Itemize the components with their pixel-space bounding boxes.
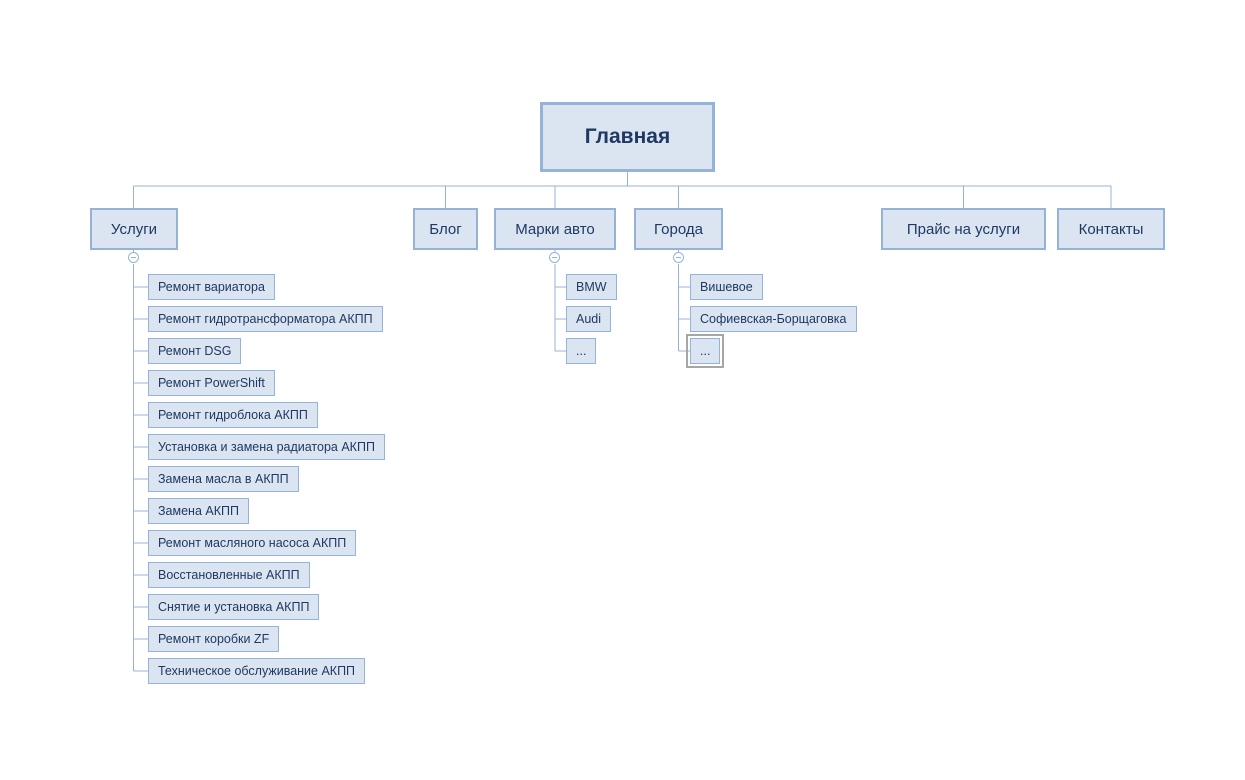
node-service-remont-dsg[interactable]: Ремонт DSG	[148, 338, 242, 364]
connector-brands	[554, 250, 566, 352]
node-city-more-selected[interactable]: ...	[685, 334, 725, 368]
node-service-remont-korobki-zf[interactable]: Ремонт коробки ZF	[148, 626, 280, 652]
node-city-vishevoe[interactable]: Вишевое	[690, 274, 763, 300]
node-brand-more[interactable]: ...	[566, 338, 597, 364]
connector-root-level1	[133, 172, 1112, 208]
connector-cities	[678, 250, 690, 352]
node-service-remont-variatora[interactable]: Ремонт вариатора	[148, 274, 275, 300]
collapse-icon-goroda[interactable]	[673, 252, 684, 263]
node-service-ustanovka-radiatora[interactable]: Установка и замена радиатора АКПП	[148, 434, 385, 460]
node-service-remont-gidrobloka[interactable]: Ремонт гидроблока АКПП	[148, 402, 318, 428]
node-goroda[interactable]: Города	[634, 208, 723, 250]
node-marki-avto[interactable]: Марки авто	[494, 208, 616, 250]
node-service-remont-maslyanogo-nasosa[interactable]: Ремонт масляного насоса АКПП	[148, 530, 357, 556]
node-service-remont-gidrotransformatora[interactable]: Ремонт гидротрансформатора АКПП	[148, 306, 383, 332]
collapse-icon-uslugi[interactable]	[128, 252, 139, 263]
node-city-sofievskaya-borschagovka[interactable]: Софиевская-Борщаговка	[690, 306, 857, 332]
node-service-remont-powershift[interactable]: Ремонт PowerShift	[148, 370, 275, 396]
node-uslugi[interactable]: Услуги	[90, 208, 178, 250]
collapse-icon-marki[interactable]	[549, 252, 560, 263]
node-service-snyatie-ustanovka[interactable]: Снятие и установка АКПП	[148, 594, 320, 620]
connector-services	[133, 250, 148, 672]
node-service-vosstanovlennye-akpp[interactable]: Восстановленные АКПП	[148, 562, 310, 588]
node-blog[interactable]: Блог	[413, 208, 478, 250]
node-contacts[interactable]: Контакты	[1057, 208, 1165, 250]
node-price[interactable]: Прайс на услуги	[881, 208, 1046, 250]
node-brand-audi[interactable]: Audi	[566, 306, 612, 332]
node-service-zamena-akpp[interactable]: Замена АКПП	[148, 498, 249, 524]
node-root-glavnaya[interactable]: Главная	[540, 102, 715, 172]
node-brand-bmw[interactable]: BMW	[566, 274, 617, 300]
node-service-zamena-masla[interactable]: Замена масла в АКПП	[148, 466, 299, 492]
node-service-tehobsluzhivanie[interactable]: Техническое обслуживание АКПП	[148, 658, 366, 684]
